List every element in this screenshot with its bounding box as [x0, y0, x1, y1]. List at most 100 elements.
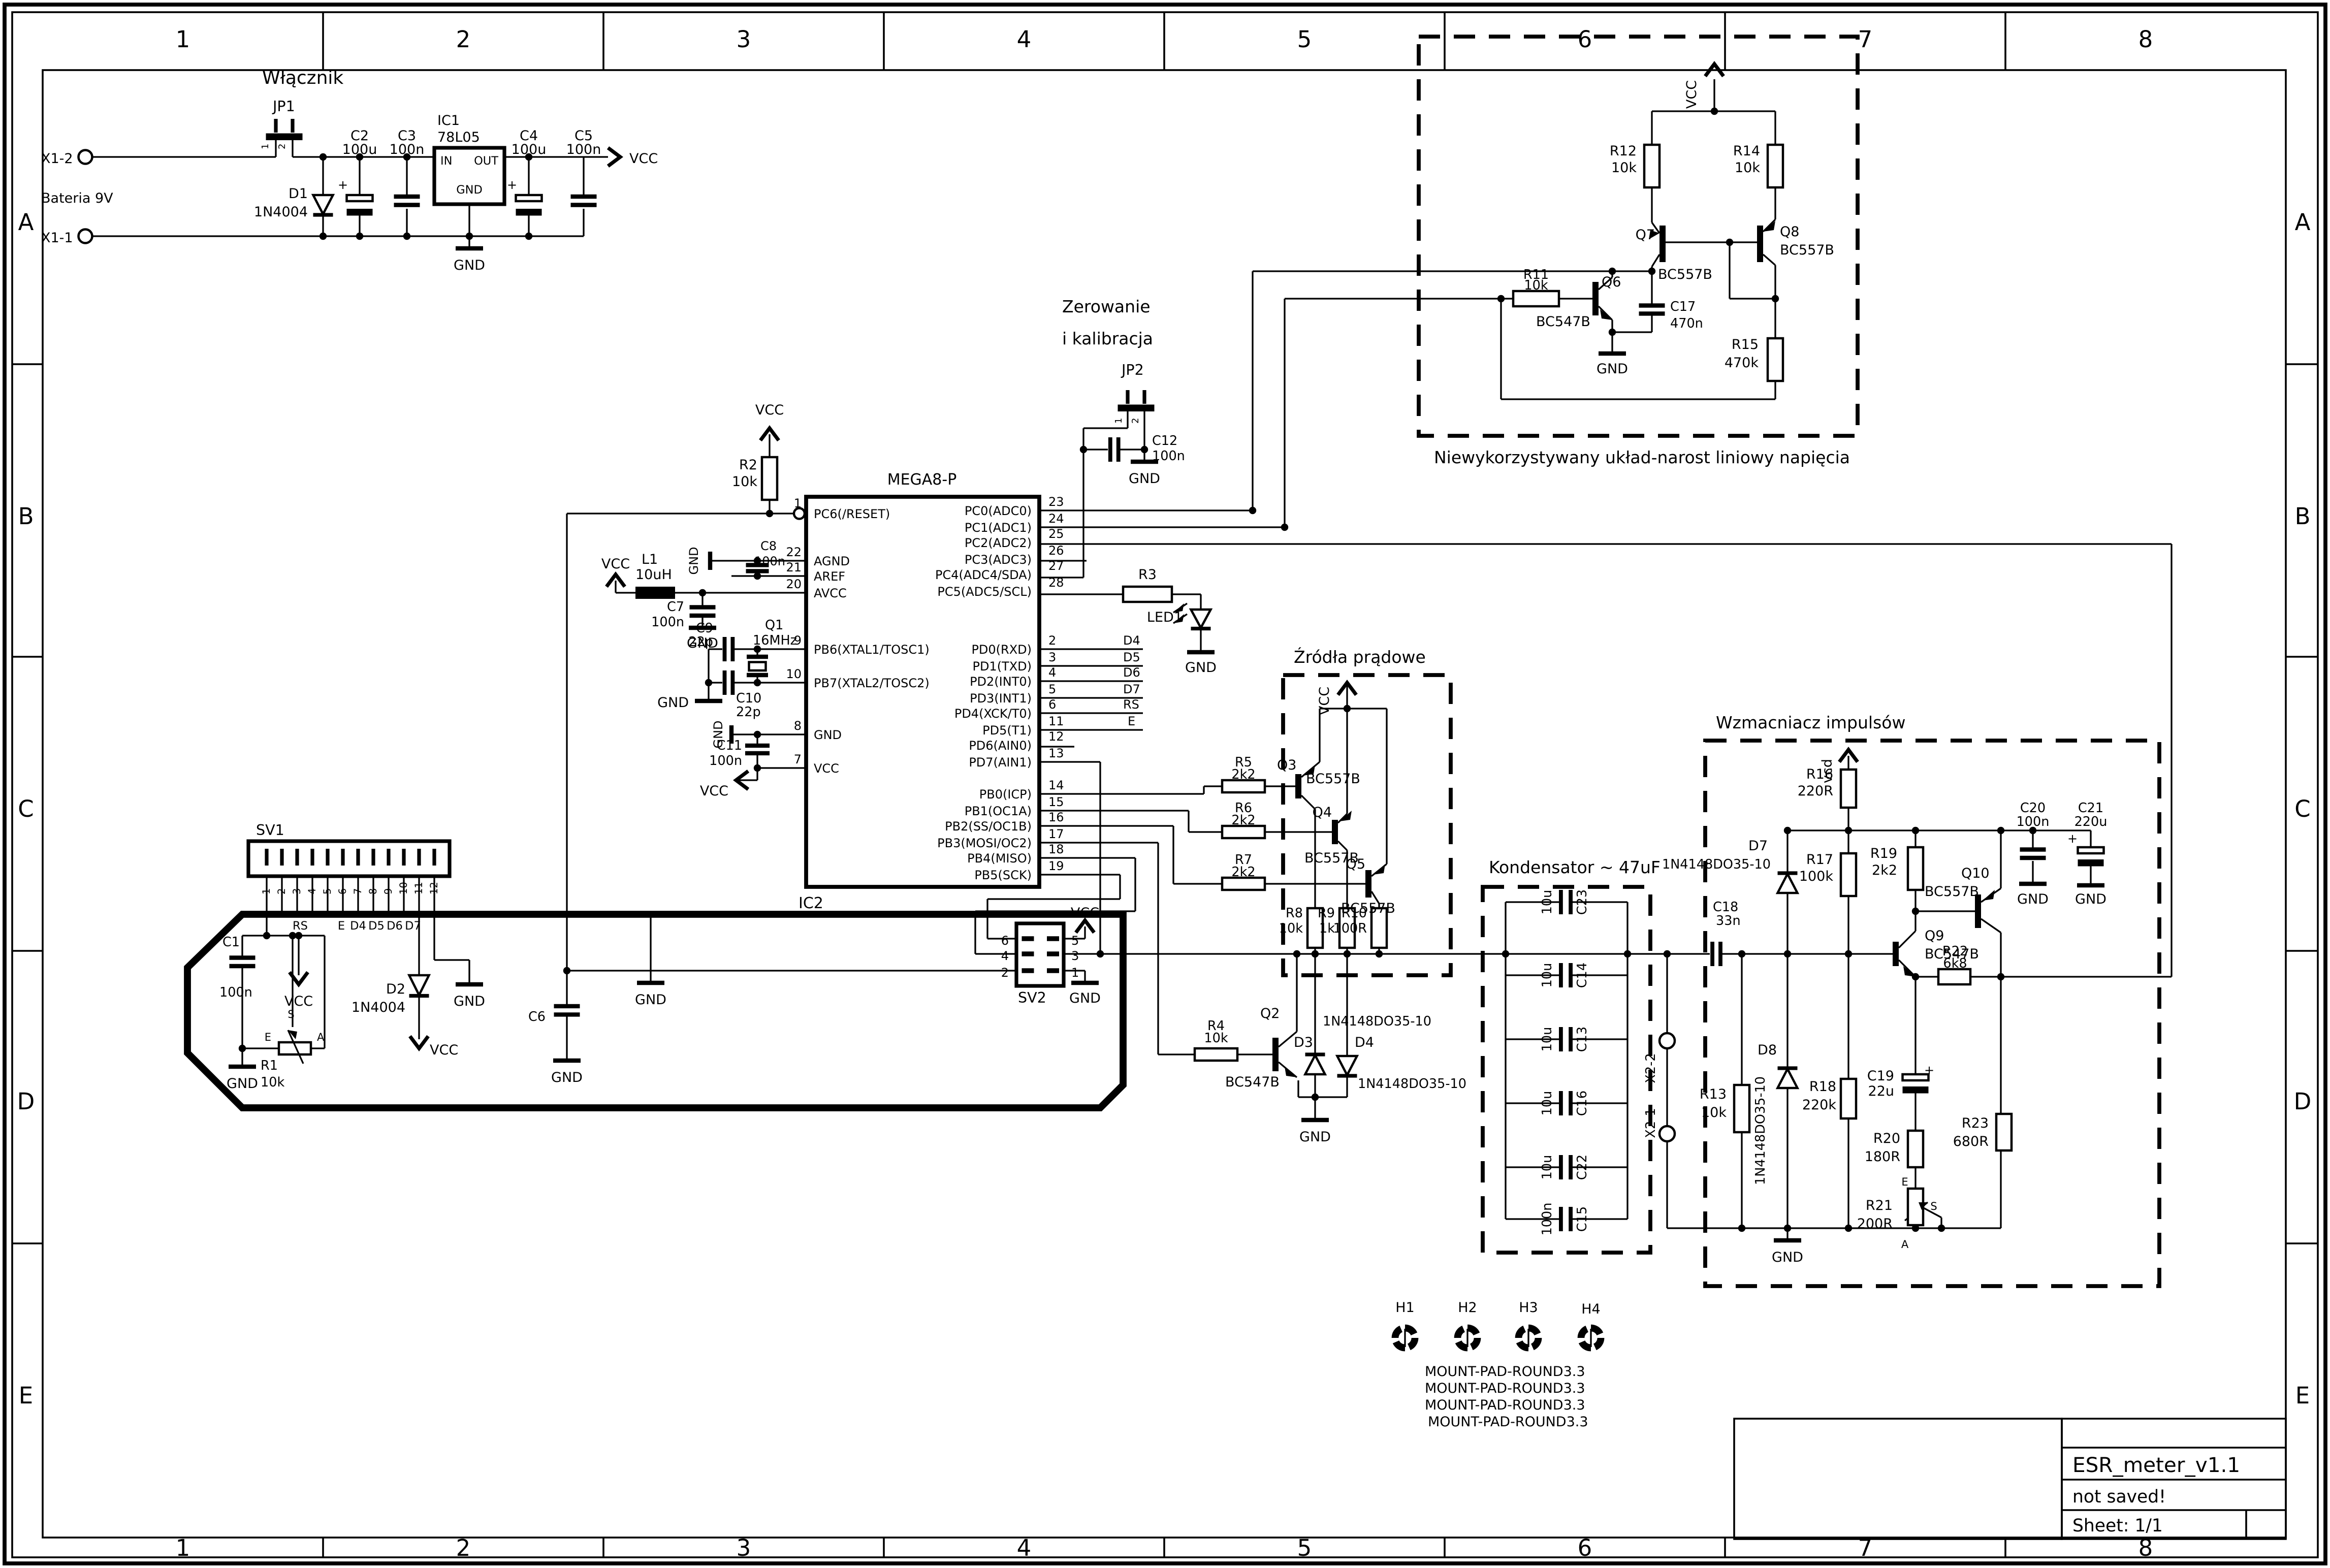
- pin-pb6: PB6(XTAL1/TOSC1): [814, 643, 930, 657]
- pin-jp2-2: 2: [1130, 418, 1141, 424]
- val-r16: 220R: [1798, 783, 1833, 799]
- pad-h3[interactable]: [1515, 1324, 1542, 1352]
- wires[interactable]: [93, 79, 2173, 1347]
- cap-C4[interactable]: [515, 194, 543, 216]
- resistor-R19[interactable]: [1906, 846, 1925, 891]
- pad-x1-1[interactable]: [77, 228, 93, 244]
- pad-h2[interactable]: [1454, 1324, 1481, 1352]
- transistor-Q8[interactable]: [1757, 218, 1776, 266]
- diode-D2[interactable]: [407, 974, 431, 998]
- resistor-R3[interactable]: [1122, 585, 1173, 603]
- resistor-R23[interactable]: [1995, 1112, 2013, 1152]
- pad-h4[interactable]: [1577, 1324, 1605, 1352]
- inductor-L1[interactable]: [635, 587, 675, 599]
- junction-dot: [465, 232, 473, 240]
- resistor-R10[interactable]: [1370, 907, 1388, 949]
- cap-C18[interactable]: [1710, 942, 1722, 966]
- cap-C10[interactable]: [722, 670, 735, 695]
- resistor-R16[interactable]: [1839, 768, 1858, 809]
- transistor-Q6[interactable]: [1592, 276, 1613, 321]
- resistor-R6[interactable]: [1221, 824, 1266, 840]
- junction-dot: [1281, 523, 1289, 531]
- crystal-Q1[interactable]: [747, 654, 768, 678]
- ref-q6: Q6: [1602, 274, 1621, 290]
- potentiometer-R21[interactable]: [1906, 1187, 1928, 1227]
- components[interactable]: [77, 119, 2105, 1352]
- pad-x2-1[interactable]: [1658, 1125, 1676, 1143]
- diode-D1[interactable]: [311, 194, 335, 217]
- diode-D7[interactable]: [1775, 871, 1800, 894]
- val-q2: BC547B: [1225, 1074, 1280, 1090]
- resistor-R8[interactable]: [1306, 907, 1324, 949]
- net-d6: D6: [1123, 665, 1140, 680]
- connector-sv1[interactable]: [246, 839, 452, 878]
- transistor-Q4[interactable]: [1332, 811, 1352, 851]
- ref-sv2: SV2: [1018, 989, 1046, 1006]
- transistor-Q10[interactable]: [1975, 887, 2001, 934]
- diode-D4[interactable]: [1335, 1054, 1359, 1078]
- resistor-R11[interactable]: [1512, 290, 1560, 308]
- resistor-R2[interactable]: [760, 456, 779, 501]
- cap-C1[interactable]: [229, 955, 256, 969]
- resistor-R5[interactable]: [1221, 779, 1266, 794]
- cap-C17[interactable]: [1639, 303, 1665, 316]
- mount-pads[interactable]: [1391, 1324, 1605, 1352]
- cap-C8[interactable]: [746, 563, 769, 573]
- ref-d2: D2: [386, 981, 405, 997]
- val-c22: 10u: [1540, 1155, 1555, 1180]
- ref-led1: LED1: [1147, 610, 1183, 625]
- resistor-R18[interactable]: [1839, 1077, 1858, 1120]
- lcd-bus-outline[interactable]: [184, 911, 1127, 1111]
- jumper-jp2[interactable]: [1118, 390, 1155, 411]
- transistor-Q9[interactable]: [1893, 930, 1917, 978]
- resistor-R4[interactable]: [1193, 1047, 1239, 1062]
- ic1-body[interactable]: [432, 146, 506, 206]
- cap-C6[interactable]: [554, 1004, 580, 1017]
- cap-bank-plates[interactable]: [1559, 890, 1573, 1231]
- sv1-8: 8: [367, 888, 379, 894]
- val-l1: 10uH: [635, 567, 672, 583]
- transistor-Q7[interactable]: [1649, 222, 1666, 267]
- cap-C2[interactable]: [345, 194, 374, 216]
- frame-col-5: 5: [1297, 26, 1312, 53]
- led-LED1[interactable]: [1173, 602, 1213, 631]
- pad-h1[interactable]: [1391, 1324, 1419, 1352]
- resistor-R13[interactable]: [1733, 1083, 1751, 1134]
- val-r10: 100R: [1333, 921, 1367, 936]
- pinno-23: 23: [1048, 495, 1064, 509]
- caption-sources: Źródła prądowe: [1294, 647, 1426, 667]
- junction-dot: [1096, 950, 1104, 958]
- cap-C21[interactable]: [2077, 846, 2105, 867]
- transistor-Q2[interactable]: [1272, 1031, 1298, 1078]
- pad-x2-2[interactable]: [1658, 1032, 1676, 1050]
- cap-C12[interactable]: [1108, 437, 1121, 462]
- ref-c6: C6: [528, 1009, 546, 1025]
- diode-D3[interactable]: [1303, 1052, 1327, 1076]
- sv1-3: 3: [291, 888, 303, 894]
- pad-x1-2[interactable]: [77, 149, 93, 165]
- cap-C5[interactable]: [570, 194, 597, 207]
- resistor-R22[interactable]: [1937, 968, 1972, 986]
- ic2-mega8-body[interactable]: [792, 495, 1041, 889]
- cap-C7[interactable]: [689, 605, 716, 618]
- cap-C20[interactable]: [2020, 847, 2046, 860]
- diode-D8[interactable]: [1775, 1066, 1800, 1090]
- transistor-Q5[interactable]: [1365, 863, 1388, 904]
- ref-r19: R19: [1870, 846, 1897, 861]
- cap-C19[interactable]: [1901, 1073, 1930, 1094]
- resistor-R12[interactable]: [1643, 143, 1661, 189]
- potentiometer-R1[interactable]: [277, 1030, 312, 1064]
- resistor-R17[interactable]: [1839, 852, 1858, 898]
- connector-sv2[interactable]: [1014, 921, 1066, 988]
- resistor-R7[interactable]: [1221, 876, 1266, 891]
- resistor-R20[interactable]: [1906, 1129, 1925, 1169]
- cap-C3[interactable]: [394, 194, 420, 207]
- cap-C9[interactable]: [722, 637, 735, 661]
- transistor-Q3[interactable]: [1295, 761, 1321, 810]
- jumper-jp1[interactable]: [266, 119, 303, 140]
- resistor-R15[interactable]: [1766, 337, 1784, 382]
- cap-C11[interactable]: [745, 743, 770, 756]
- resistor-R14[interactable]: [1766, 143, 1784, 189]
- resistor-R9[interactable]: [1338, 907, 1356, 949]
- pinno-2: 2: [1048, 633, 1056, 648]
